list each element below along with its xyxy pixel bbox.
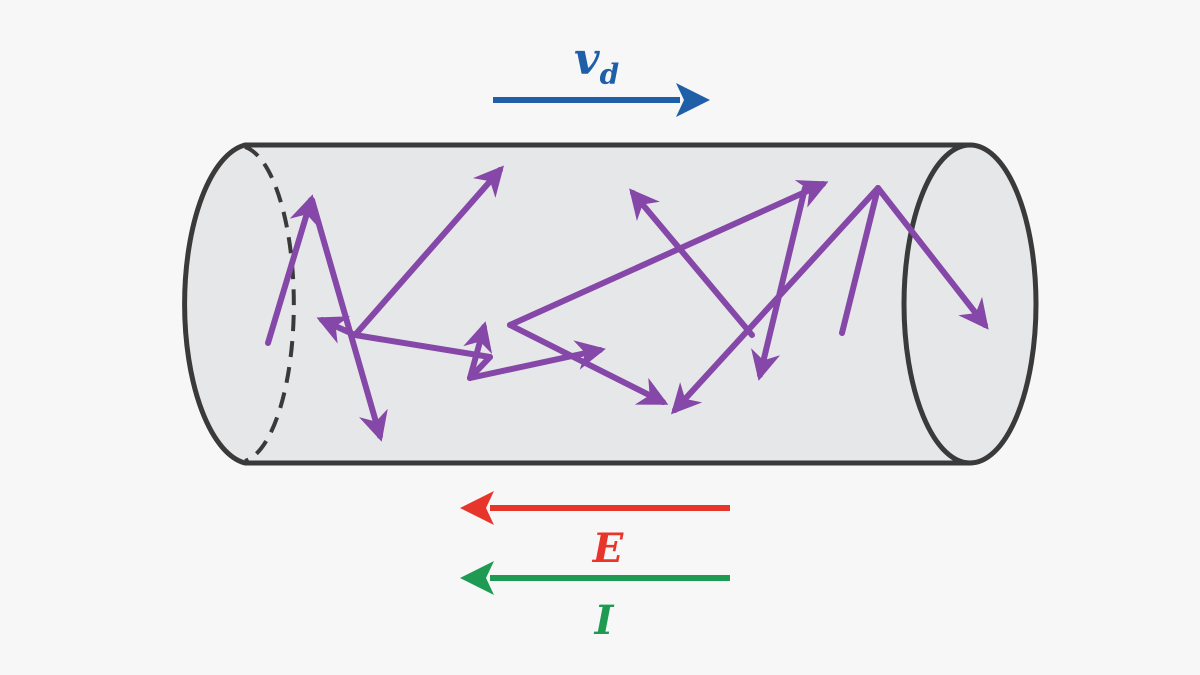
conductor-cylinder	[182, 142, 1039, 466]
electron-path-segment	[463, 321, 493, 381]
arrowhead-left-icon	[460, 491, 494, 525]
electron-path-segment	[316, 316, 358, 344]
electron-path-segment	[507, 322, 669, 405]
electron-path-segment	[839, 185, 881, 336]
electron-path-segment	[875, 185, 989, 330]
arrowhead-right-icon	[676, 83, 710, 117]
drift-velocity-label: vd	[574, 34, 619, 91]
electron-path-segment	[507, 180, 829, 328]
electric-field-arrow	[460, 491, 730, 525]
electron-path-segment	[352, 165, 504, 338]
electron-path-segment	[467, 340, 606, 381]
arrowhead-left-icon	[460, 561, 494, 595]
hidden-edge-dashed	[244, 145, 296, 463]
electric-field-label: E	[592, 525, 624, 572]
current-label: I	[594, 597, 615, 644]
electron-path-segment	[629, 188, 755, 338]
drift-velocity-arrow	[493, 83, 710, 117]
electron-random-paths	[265, 165, 989, 442]
electron-path-segment	[265, 194, 319, 346]
current-arrow	[460, 561, 730, 595]
electron-path-segment	[751, 185, 808, 381]
electron-path-segment	[670, 185, 881, 415]
